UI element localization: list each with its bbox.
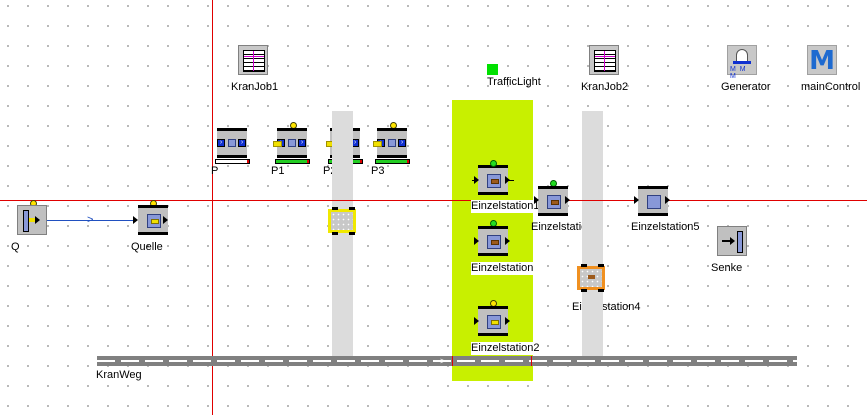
p3-parallel-proc[interactable]: ›› bbox=[377, 128, 407, 158]
kranweg-label: KranWeg bbox=[96, 369, 142, 381]
generator-label: Generator bbox=[721, 81, 771, 93]
track-marker bbox=[531, 356, 532, 366]
kranjob2-table-icon[interactable] bbox=[589, 45, 619, 75]
trafficlight-label: TrafficLight bbox=[487, 76, 541, 88]
einzelstation1-label: Einzelstation1 bbox=[471, 200, 540, 213]
einzelstation3-station[interactable] bbox=[538, 186, 568, 216]
einzelstation4-transporter[interactable] bbox=[577, 264, 605, 292]
p-label: P bbox=[211, 165, 219, 177]
horizontal-guide-line bbox=[0, 200, 867, 201]
trafficlight-icon[interactable] bbox=[487, 64, 498, 75]
p1-entry-marker bbox=[273, 141, 282, 147]
kranweg-track[interactable]: > bbox=[97, 356, 797, 366]
einzelstation2-station[interactable] bbox=[478, 306, 508, 336]
p-status-bar bbox=[215, 159, 250, 164]
track-lane-markings bbox=[97, 360, 797, 362]
crane-transporter-1[interactable] bbox=[328, 207, 356, 235]
track-marker bbox=[452, 356, 453, 366]
kranjob1-label: KranJob1 bbox=[231, 81, 279, 93]
einzelstation-label: Einzelstation bbox=[471, 262, 534, 275]
connector-q-quelle[interactable] bbox=[47, 220, 135, 221]
q-label: Q bbox=[11, 241, 20, 253]
einzelstation-station[interactable] bbox=[478, 226, 508, 256]
p3-entry-marker bbox=[373, 141, 382, 147]
einzelstation2-label: Einzelstation2 bbox=[471, 342, 540, 355]
q-source-icon[interactable] bbox=[17, 205, 47, 235]
maincontrol-label: mainControl bbox=[801, 81, 861, 93]
kranjob2-label: KranJob2 bbox=[581, 81, 629, 93]
einzelstation1-status-dot bbox=[490, 160, 497, 167]
einzelstation5-label: Einzelstation5 bbox=[631, 221, 700, 233]
senke-drain-icon[interactable] bbox=[717, 226, 747, 256]
vertical-guide-line bbox=[212, 0, 213, 415]
p-parallel-proc[interactable]: ›› bbox=[217, 128, 247, 158]
connector-arrow-icon: > bbox=[87, 214, 94, 226]
kranjob1-table-icon[interactable] bbox=[238, 45, 268, 75]
quelle-label: Quelle bbox=[131, 241, 163, 253]
senke-label: Senke bbox=[711, 262, 743, 274]
generator-icon-text: M M M bbox=[730, 66, 747, 80]
p1-label: P1 bbox=[271, 165, 285, 177]
track-direction-icon: > bbox=[440, 356, 446, 366]
p3-label: P3 bbox=[371, 165, 385, 177]
crane-rail-2[interactable] bbox=[582, 111, 603, 361]
p3-status-bar bbox=[375, 159, 410, 164]
p1-status-bar bbox=[275, 159, 310, 164]
einzelstation5-station[interactable] bbox=[638, 186, 668, 216]
method-icon[interactable]: M bbox=[807, 45, 837, 76]
generator-icon[interactable]: M M M bbox=[727, 45, 757, 80]
